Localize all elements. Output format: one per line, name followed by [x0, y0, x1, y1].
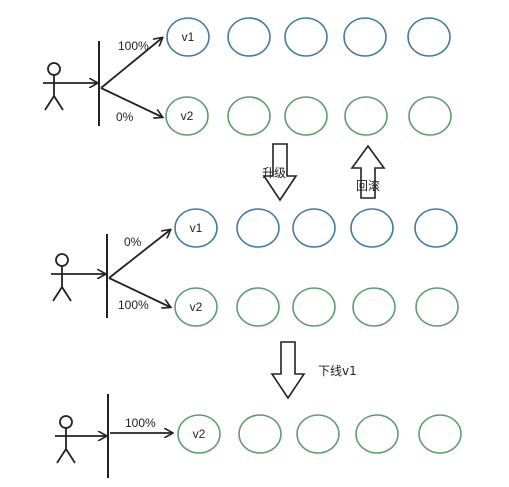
rollback-arrow: 回滚 — [350, 144, 386, 199]
route-arrow-v1-2 — [108, 230, 170, 279]
v1-instance-2-4 — [350, 208, 394, 248]
v2-instance-1-4 — [344, 96, 388, 136]
offline-label: 下线v1 — [318, 364, 357, 378]
v2-instance-3-3 — [296, 414, 340, 454]
panel-2: 0% 100% v1 v2 — [51, 208, 459, 327]
v1-instance-2-2 — [236, 208, 280, 248]
offline-arrow: 下线v1 — [270, 341, 357, 400]
user-figure-2 — [51, 253, 74, 302]
v2-instance-2-2 — [236, 287, 280, 327]
v2-label-1: v2 — [181, 109, 194, 123]
v2-node-3-1 — [177, 414, 221, 454]
rollback-label: 回滚 — [356, 178, 380, 193]
v2-instance-2-5 — [415, 287, 459, 327]
v1-node-2-1 — [174, 208, 218, 248]
panel-1: 100% 0% v1 v2 — [43, 17, 452, 136]
upgrade-arrow: 升级 — [262, 143, 298, 202]
v1-instance-1-2 — [227, 17, 271, 57]
v2-instance-2-3 — [292, 287, 336, 327]
upgrade-label: 升级 — [262, 166, 286, 180]
v1-label-2: v1 — [190, 221, 203, 235]
panel-3: 100% v2 — [55, 394, 462, 478]
v2-instance-3-5 — [418, 414, 462, 454]
traffic-percent-v2-1: 0% — [116, 110, 134, 124]
v1-label-1: v1 — [182, 30, 195, 44]
traffic-percent-v2-3: 100% — [125, 416, 156, 430]
v1-instance-2-5 — [414, 208, 458, 248]
route-arrow-v2-1 — [100, 87, 162, 117]
v1-instance-1-3 — [284, 17, 328, 57]
v1-instance-1-5 — [407, 17, 451, 57]
traffic-percent-v1-1: 100% — [118, 39, 149, 53]
route-arrow-v1-1 — [100, 38, 162, 89]
v2-label-2: v2 — [190, 300, 203, 314]
v1-instance-1-4 — [343, 17, 387, 57]
traffic-percent-v1-2: 0% — [124, 235, 142, 249]
v2-node-2-1 — [174, 287, 218, 327]
traffic-percent-v2-2: 100% — [118, 298, 149, 312]
v2-label-3: v2 — [193, 427, 206, 441]
v2-node-1-1 — [165, 96, 209, 136]
route-arrow-v2-2 — [108, 277, 170, 307]
v2-instance-3-4 — [355, 414, 399, 454]
v1-instance-2-3 — [292, 208, 336, 248]
user-figure-3 — [55, 415, 78, 464]
v2-instance-1-3 — [284, 96, 328, 136]
v2-instance-1-2 — [227, 96, 271, 136]
v1-node-1-1 — [166, 17, 210, 57]
v2-instance-3-2 — [238, 414, 282, 454]
v2-instance-1-5 — [408, 96, 452, 136]
v2-instance-2-4 — [352, 287, 396, 327]
user-figure-1 — [43, 62, 66, 111]
